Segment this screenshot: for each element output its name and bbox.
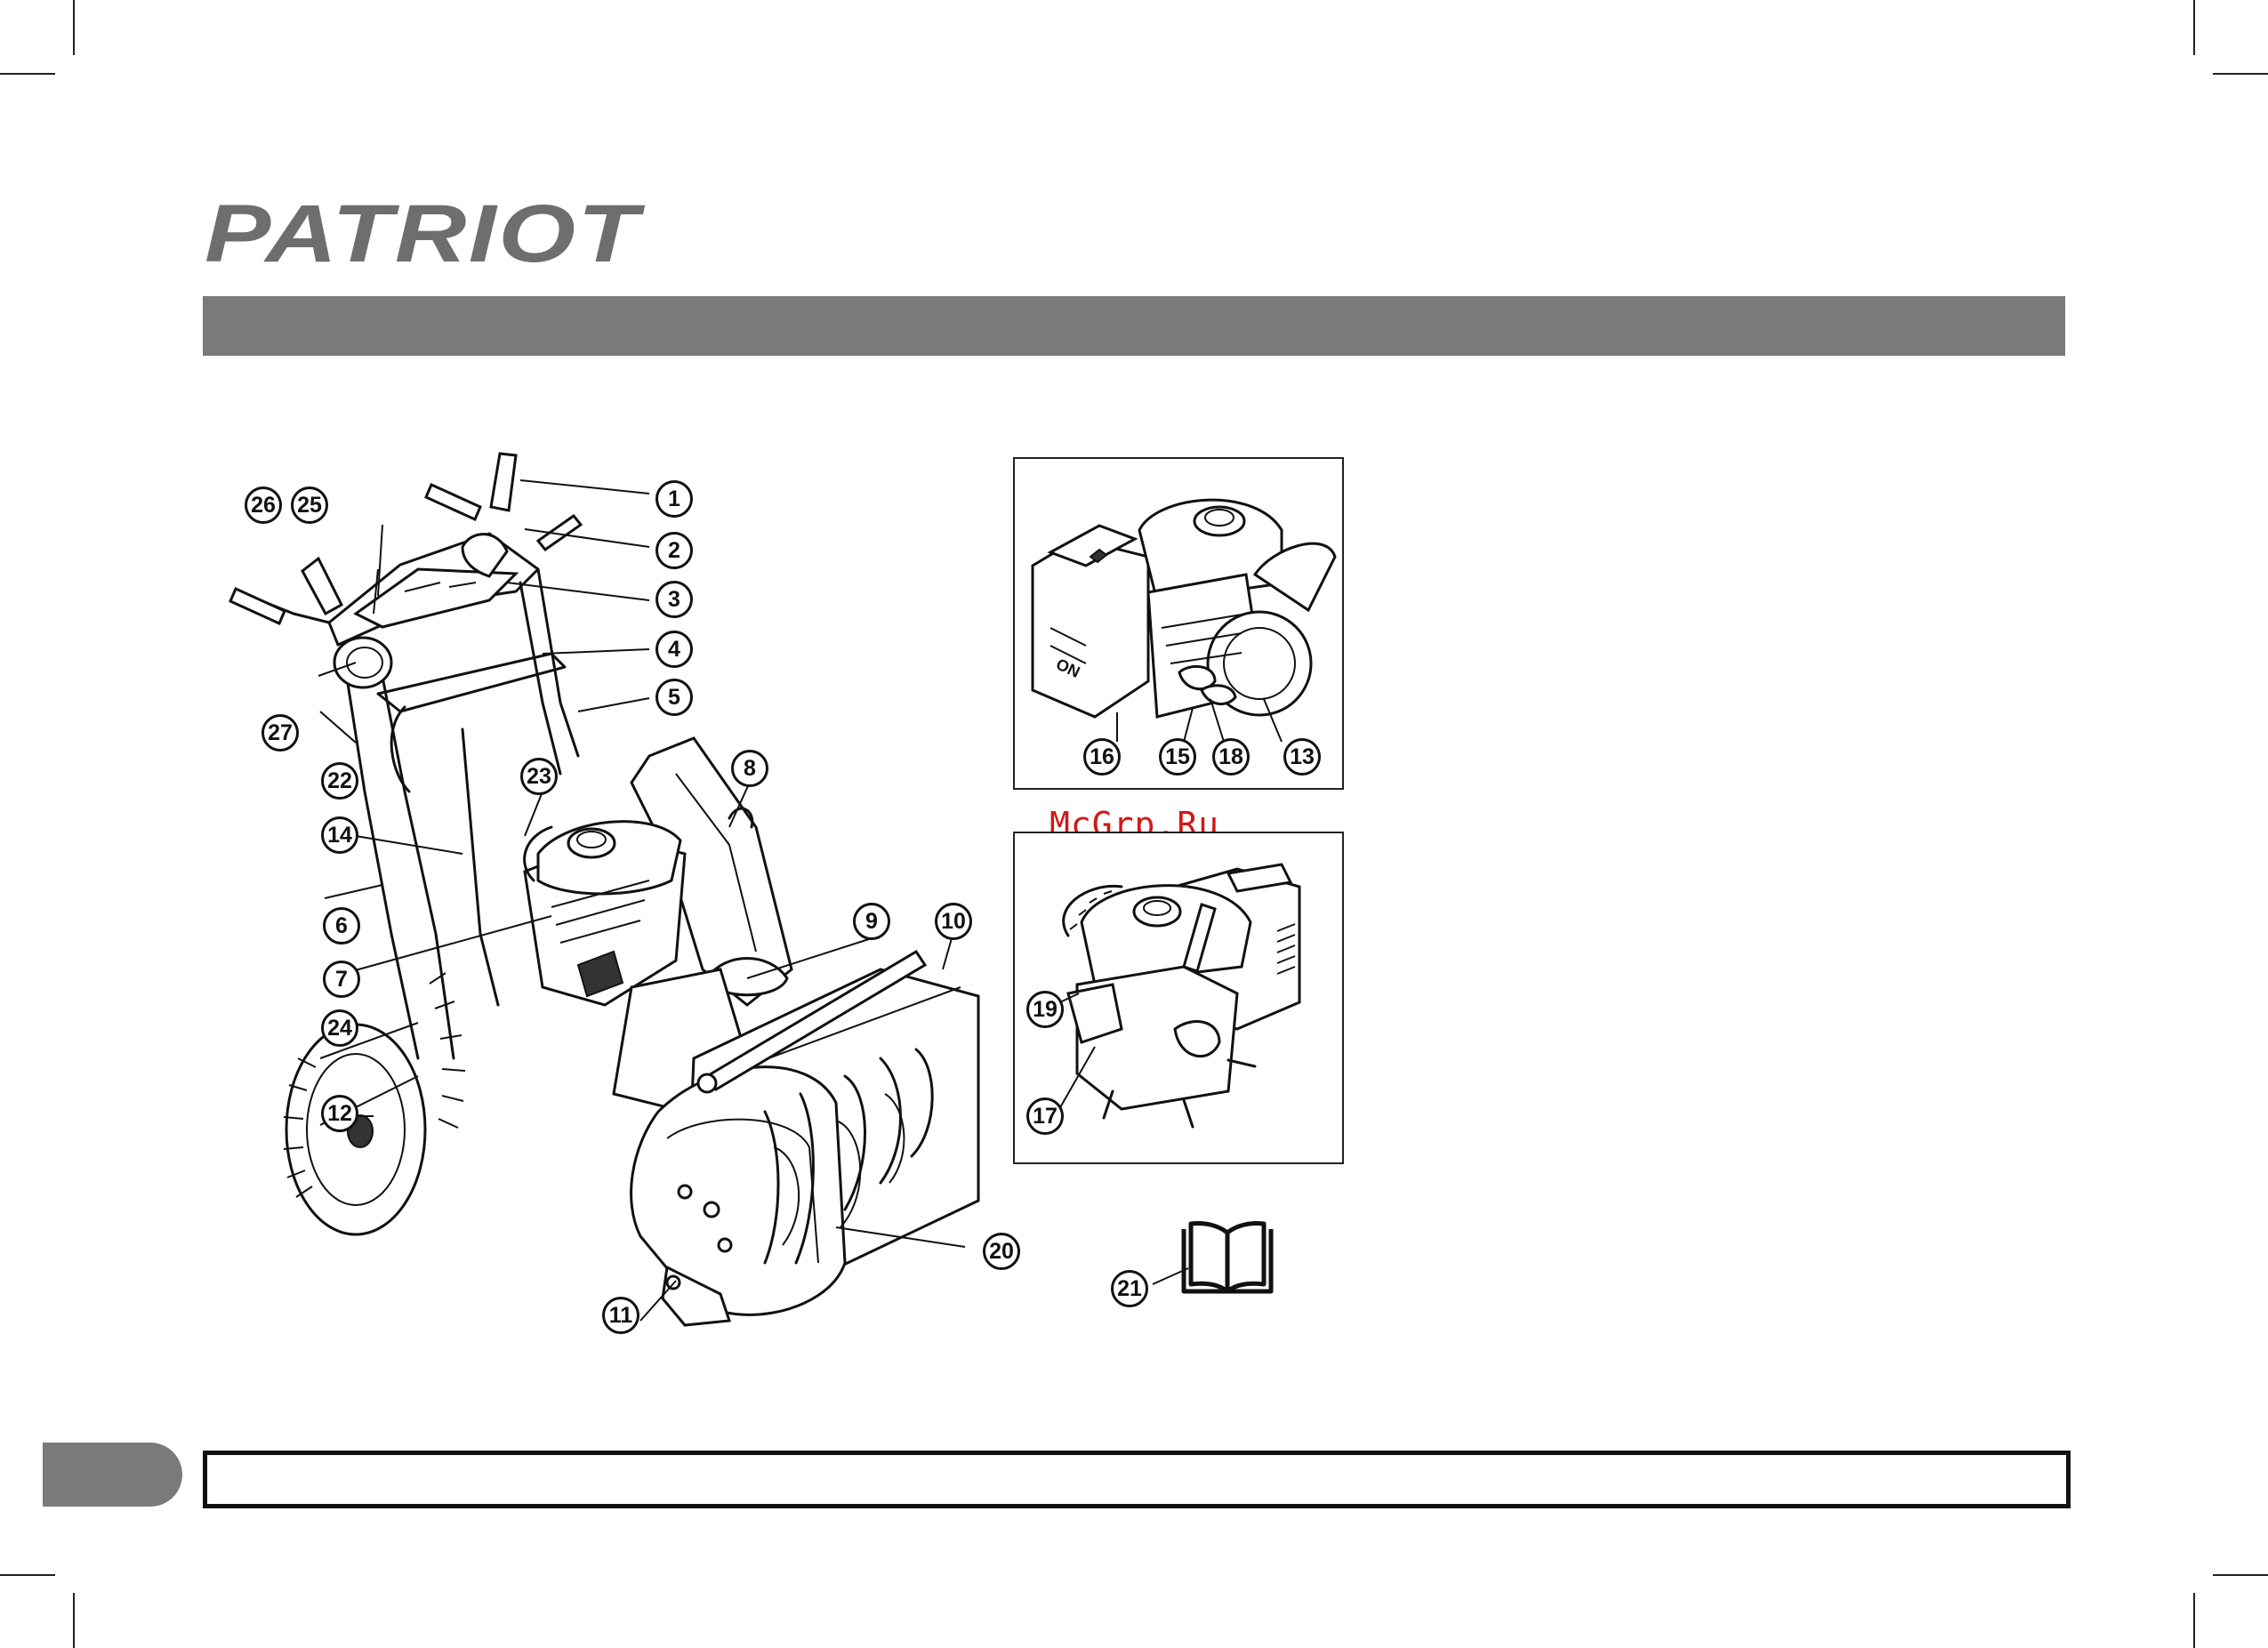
callout-2: 2 bbox=[655, 532, 693, 569]
callout-18: 18 bbox=[1212, 738, 1250, 776]
callout-26: 26 bbox=[245, 486, 282, 524]
callout-6: 6 bbox=[323, 907, 360, 945]
callout-3: 3 bbox=[655, 581, 693, 618]
callout-12: 12 bbox=[321, 1095, 358, 1132]
callout-5: 5 bbox=[655, 679, 693, 716]
callout-19: 19 bbox=[1026, 991, 1064, 1028]
crop-mark bbox=[2193, 0, 2195, 55]
callout-15: 15 bbox=[1159, 738, 1196, 776]
callout-27: 27 bbox=[261, 714, 299, 752]
callout-8: 8 bbox=[731, 750, 768, 787]
callout-9: 9 bbox=[853, 903, 890, 940]
crop-mark bbox=[2213, 1574, 2268, 1576]
callout-11: 11 bbox=[602, 1297, 639, 1334]
callout-4: 4 bbox=[655, 631, 693, 668]
brand-logo: PATRIOT bbox=[201, 192, 646, 272]
callout-17: 17 bbox=[1026, 1097, 1064, 1135]
section-header-bar bbox=[203, 296, 2065, 356]
svg-text:PATRIOT: PATRIOT bbox=[205, 192, 646, 272]
callout-10: 10 bbox=[935, 903, 972, 940]
callout-24: 24 bbox=[321, 1009, 358, 1047]
crop-mark bbox=[0, 73, 55, 75]
callout-22: 22 bbox=[321, 762, 358, 800]
crop-mark bbox=[0, 1574, 55, 1576]
callout-1: 1 bbox=[655, 480, 693, 518]
callout-21: 21 bbox=[1111, 1270, 1148, 1307]
footer-box bbox=[203, 1451, 2071, 1508]
crop-mark bbox=[2193, 1593, 2195, 1648]
page-number-tab bbox=[43, 1443, 182, 1507]
callout-20: 20 bbox=[983, 1233, 1020, 1270]
crop-mark bbox=[2213, 73, 2268, 75]
book-icon bbox=[1178, 1218, 1276, 1298]
callout-25: 25 bbox=[291, 486, 328, 524]
crop-mark bbox=[73, 0, 75, 55]
callout-7: 7 bbox=[323, 961, 360, 998]
callout-14: 14 bbox=[321, 816, 358, 854]
callout-23: 23 bbox=[520, 758, 558, 795]
callout-13: 13 bbox=[1283, 738, 1321, 776]
callout-16: 16 bbox=[1083, 738, 1121, 776]
crop-mark bbox=[73, 1593, 75, 1648]
